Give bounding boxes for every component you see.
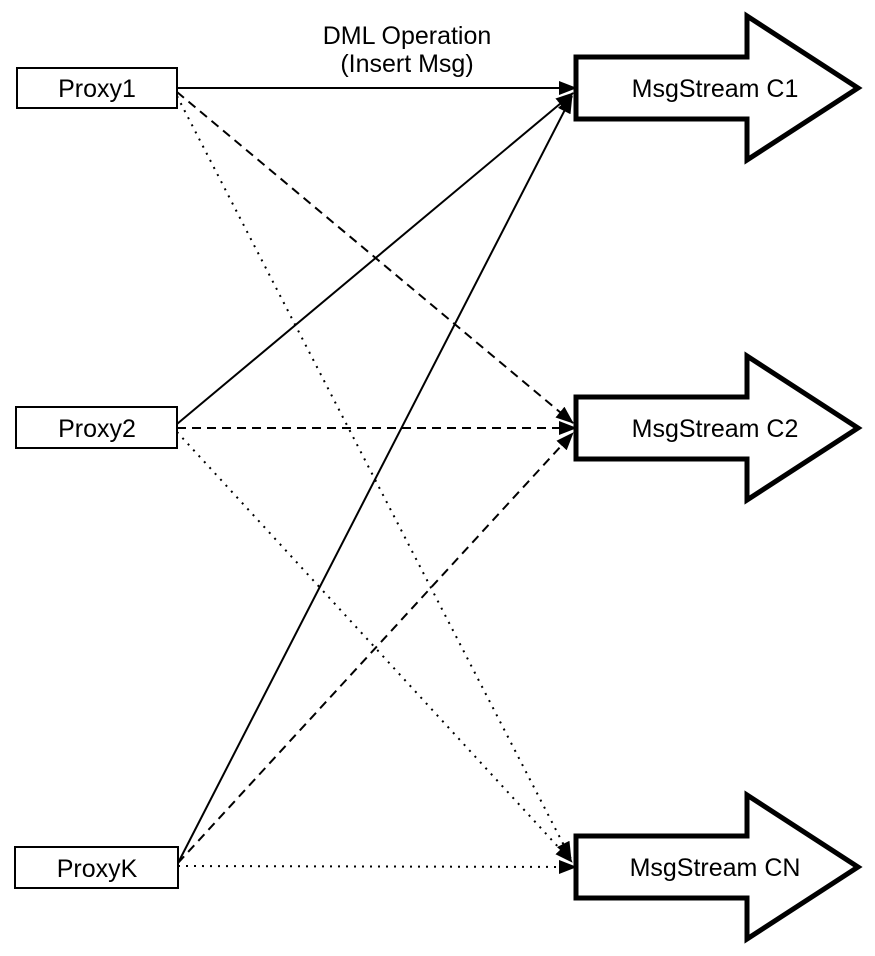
edge-proxy1-cn [176,95,572,860]
msgstream-cn-node: MsgStream CN [573,790,863,944]
proxyK-node: ProxyK [14,846,179,889]
msgstream-c1-arrow [573,11,863,165]
proxyK-box [14,846,179,889]
edge-proxyK-c1 [177,95,573,864]
dml-annotation-line2: (Insert Msg) [340,50,473,78]
msgstream-c1-node: MsgStream C1 [573,11,863,165]
msgstream-c2-arrow [573,351,863,505]
dml-annotation-line1: DML Operation [323,22,492,50]
edge-proxyK-cn [177,859,577,874]
msgstream-cn-arrow [573,790,863,944]
proxy2-label: Proxy2 [58,415,136,443]
msgstream-c1-label: MsgStream C1 [632,75,799,103]
msgstream-c2-node: MsgStream C2 [573,351,863,505]
proxyK-label: ProxyK [57,855,138,883]
proxy1-node: Proxy1 [16,67,178,109]
proxy2-box [15,406,178,449]
edge-proxy2-cn [176,431,573,863]
edge-layer [176,81,577,874]
msgstream-c2-label: MsgStream C2 [632,415,799,443]
proxy1-label: Proxy1 [58,75,136,103]
proxy1-box [16,67,178,109]
msgstream-cn-label: MsgStream CN [630,854,801,882]
proxy2-node: Proxy2 [15,406,178,449]
edge-proxy2-c1 [176,92,574,425]
edge-proxyK-c2 [177,432,574,864]
